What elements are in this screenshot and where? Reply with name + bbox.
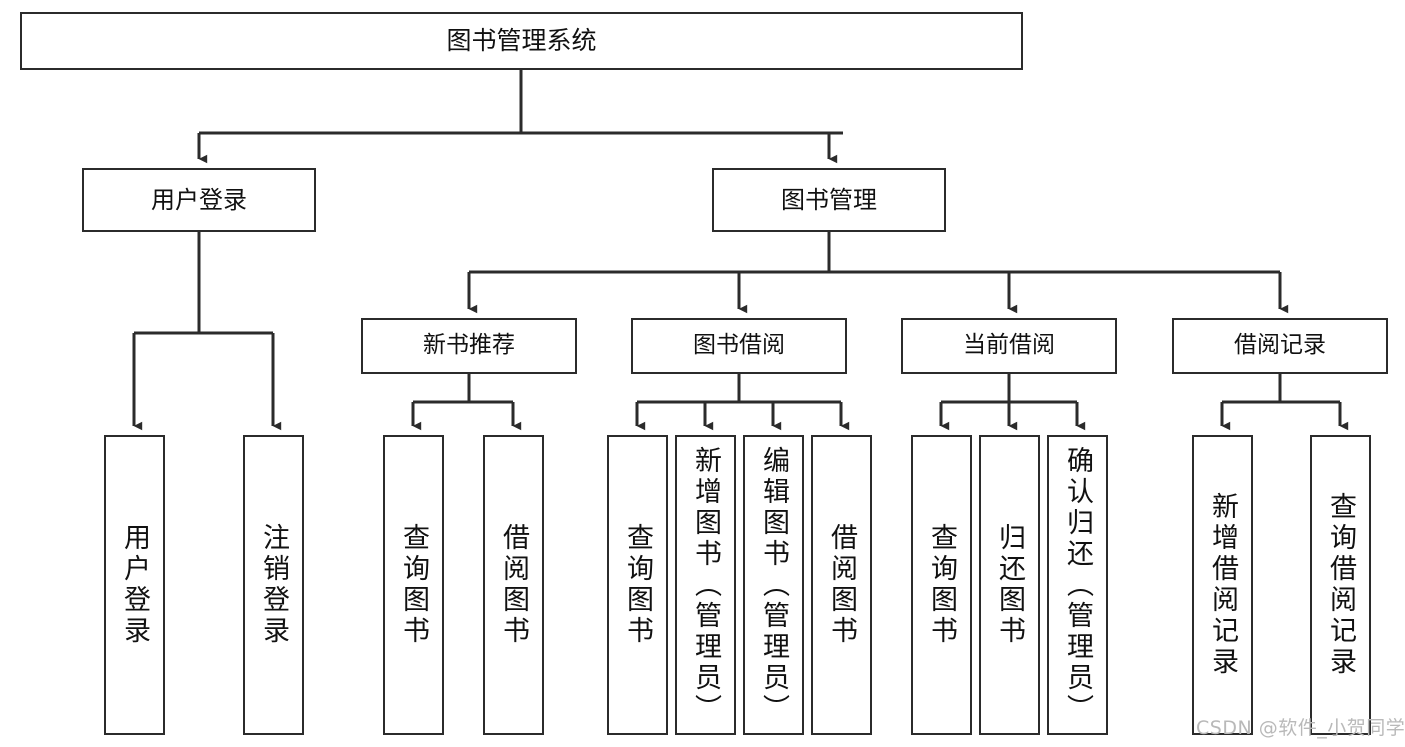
node-leaf-logout[interactable]: 注销登录 (243, 435, 304, 735)
node-leaf-query-book-recommend[interactable]: 查询图书 (383, 435, 444, 735)
node-leaf-confirm-return-admin[interactable]: 确认归还（管理员） (1047, 435, 1108, 735)
node-leaf-borrow-book-recommend[interactable]: 借阅图书 (483, 435, 544, 735)
node-label: 新书推荐 (423, 332, 515, 359)
node-label: 借阅图书 (498, 523, 529, 647)
node-label: 新增图书（管理员） (690, 445, 721, 725)
node-label: 查询图书 (622, 523, 653, 647)
node-label: 图书管理 (781, 185, 877, 214)
node-label: 查询图书 (398, 523, 429, 647)
node-label: 用户登录 (119, 523, 150, 647)
node-leaf-add-borrow-record[interactable]: 新增借阅记录 (1192, 435, 1253, 735)
node-leaf-query-book-borrow[interactable]: 查询图书 (607, 435, 668, 735)
node-label: 查询图书 (926, 523, 957, 647)
csdn-watermark: CSDN @软件_小贺同学 (1196, 717, 1405, 739)
node-current-borrow[interactable]: 当前借阅 (901, 318, 1117, 374)
node-book-management-system[interactable]: 图书管理系统 (20, 12, 1023, 70)
node-user-login[interactable]: 用户登录 (82, 168, 316, 232)
node-leaf-borrow-book[interactable]: 借阅图书 (811, 435, 872, 735)
node-book-borrow[interactable]: 图书借阅 (631, 318, 847, 374)
node-label: 用户登录 (151, 185, 247, 214)
node-leaf-edit-book-admin[interactable]: 编辑图书（管理员） (743, 435, 804, 735)
node-borrow-record[interactable]: 借阅记录 (1172, 318, 1388, 374)
node-leaf-add-book-admin[interactable]: 新增图书（管理员） (675, 435, 736, 735)
node-leaf-user-login[interactable]: 用户登录 (104, 435, 165, 735)
node-leaf-return-book[interactable]: 归还图书 (979, 435, 1040, 735)
node-label: 图书借阅 (693, 332, 785, 359)
node-label: 借阅图书 (826, 523, 857, 647)
node-leaf-query-borrow-record[interactable]: 查询借阅记录 (1310, 435, 1371, 735)
node-leaf-query-book-current[interactable]: 查询图书 (911, 435, 972, 735)
node-label: 当前借阅 (963, 332, 1055, 359)
node-label: 新增借阅记录 (1207, 492, 1238, 678)
node-label: 确认归还（管理员） (1062, 445, 1093, 725)
node-label: 编辑图书（管理员） (758, 445, 789, 725)
node-label: 注销登录 (258, 523, 289, 647)
node-label: 归还图书 (994, 523, 1025, 647)
node-label: 查询借阅记录 (1325, 492, 1356, 678)
node-label: 借阅记录 (1234, 332, 1326, 359)
node-label: 图书管理系统 (446, 26, 597, 56)
node-book-management[interactable]: 图书管理 (712, 168, 946, 232)
node-new-book-recommend[interactable]: 新书推荐 (361, 318, 577, 374)
